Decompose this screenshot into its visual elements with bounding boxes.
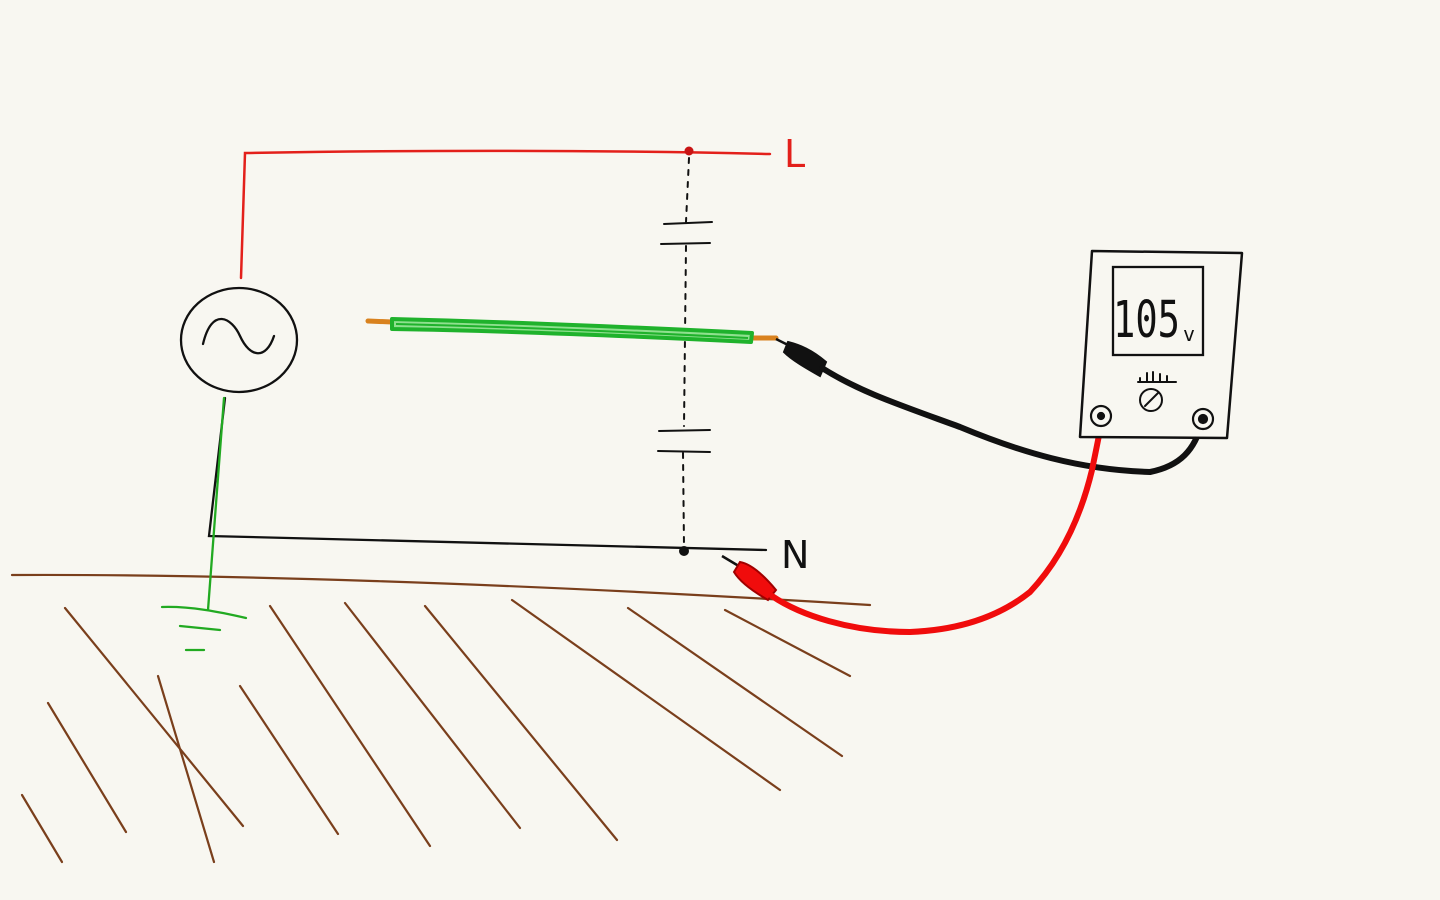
ground-hatch-4	[20, 793, 64, 864]
neutral-wire	[207, 396, 768, 552]
black-test-lead	[819, 365, 1205, 476]
meter-display	[1111, 265, 1205, 357]
earth-wire	[206, 396, 226, 612]
red-test-lead	[769, 415, 1105, 636]
cable-under-test	[365, 317, 779, 344]
ac-source-circle	[179, 286, 299, 394]
capacitor-icon	[660, 221, 713, 245]
ground-hatch-6	[268, 604, 432, 848]
black-probe[interactable]	[775, 337, 1205, 476]
ground-hatch-2	[156, 674, 216, 864]
ground-hatch-1	[63, 606, 245, 828]
ground-surface-line	[10, 573, 872, 607]
dashed-link-bottom	[682, 452, 685, 547]
neutral-node	[679, 546, 689, 556]
ground-hatch-8	[423, 604, 619, 842]
jack-left[interactable]	[1089, 404, 1113, 428]
jack-right[interactable]	[1191, 407, 1215, 431]
line-node	[684, 146, 694, 156]
line-label: L	[784, 132, 805, 176]
red-probe-body	[732, 560, 778, 602]
earth-ground-icon	[160, 396, 248, 652]
ground-hatch-3	[46, 701, 128, 834]
selector-dial-icon[interactable]	[1137, 371, 1177, 412]
ac-sine-wave	[201, 317, 276, 355]
stray-capacitance	[657, 157, 713, 547]
ground-hatch-7	[343, 601, 522, 830]
ac-source-icon	[179, 286, 299, 394]
neutral-label: N	[781, 533, 809, 577]
ground-hatch-9	[510, 598, 782, 792]
black-probe-body	[782, 340, 828, 378]
ground-hatch-5	[238, 684, 340, 836]
capacitor-icon	[657, 429, 711, 453]
line-wire	[239, 149, 772, 280]
meter-reading-value: 105	[1113, 291, 1180, 350]
cable-core-left	[365, 318, 395, 325]
probe-jack-icon[interactable]	[1089, 404, 1113, 428]
probe-jack-icon[interactable]	[1191, 407, 1215, 431]
red-probe[interactable]	[721, 415, 1105, 636]
ground-area	[10, 573, 872, 864]
dashed-link-top	[685, 157, 690, 223]
ground-hatch-10	[626, 606, 844, 758]
ground-hatch-11	[723, 608, 852, 678]
multimeter: 105 v	[1078, 249, 1244, 440]
meter-reading-unit: v	[1183, 322, 1195, 346]
